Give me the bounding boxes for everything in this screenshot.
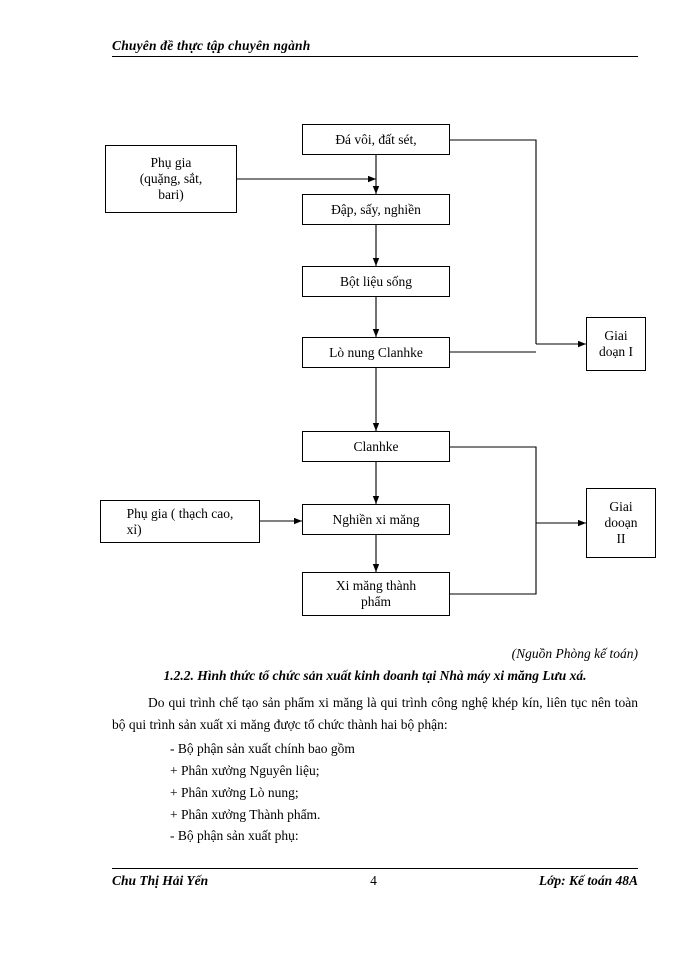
document-footer: Chu Thị Hải Yến 4 Lớp: Kế toán 48A — [112, 868, 638, 889]
flow-node-crushing: Đập, sấy, nghiền — [302, 194, 450, 225]
body-paragraph: Do qui trình chế tạo sản phẩm xi măng là… — [112, 695, 638, 732]
production-process-flowchart: Đá vôi, đất sét, Phụ gia (quặng, sắt, ba… — [0, 100, 700, 640]
flow-node-raw-meal: Bột liệu sống — [302, 266, 450, 297]
body-list: - Bộ phận sản xuất chính bao gồm + Phân … — [112, 738, 638, 847]
list-item: - Bộ phận sản xuất phụ: — [170, 828, 299, 844]
list-item: + Phân xưởng Lò nung; — [170, 784, 299, 800]
footer-page-number: 4 — [370, 873, 377, 888]
header-title: Chuyên đề thực tập chuyên ngành — [112, 38, 311, 53]
footer-divider — [112, 868, 638, 869]
footer-class: Lớp: Kế toán 48A — [538, 873, 638, 888]
document-header: Chuyên đề thực tập chuyên ngành — [112, 38, 638, 57]
flow-node-additive-ore: Phụ gia (quặng, sắt, bari) — [105, 145, 237, 213]
header-divider — [112, 56, 638, 57]
flow-node-kiln: Lò nung Clanhke — [302, 337, 450, 368]
flow-node-limestone: Đá vôi, đất sét, — [302, 124, 450, 155]
section-heading: 1.2.2. Hình thức tổ chức sản xuất kinh d… — [163, 668, 587, 683]
flow-node-finished-cement: Xi măng thành phẩm — [302, 572, 450, 616]
flow-node-additive-gypsum: Phụ gia ( thạch cao, xỉ) — [100, 500, 260, 543]
figure-source-note: (Nguồn Phòng kế toán) — [511, 646, 638, 661]
flowchart-connectors — [237, 139, 586, 595]
bracket-stage1-top — [450, 139, 537, 344]
list-item: + Phân xưởng Nguyên liệu; — [170, 762, 320, 778]
footer-author: Chu Thị Hải Yến — [112, 873, 209, 888]
list-item: - Bộ phận sản xuất chính bao gồm — [170, 741, 355, 756]
list-item: + Phân xưởng Thành phẩm. — [170, 806, 321, 822]
body-paragraph-block: Do qui trình chế tạo sản phẩm xi măng là… — [112, 692, 638, 736]
bracket-stage2-bottom — [450, 523, 537, 595]
flow-node-stage-1: Giai doạn I — [586, 317, 646, 371]
flow-node-cement-grinding: Nghiền xi măng — [302, 504, 450, 535]
bracket-stage2-top — [450, 446, 537, 523]
flow-node-stage-2: Giai dooạn II — [586, 488, 656, 558]
flow-node-clinker: Clanhke — [302, 431, 450, 462]
